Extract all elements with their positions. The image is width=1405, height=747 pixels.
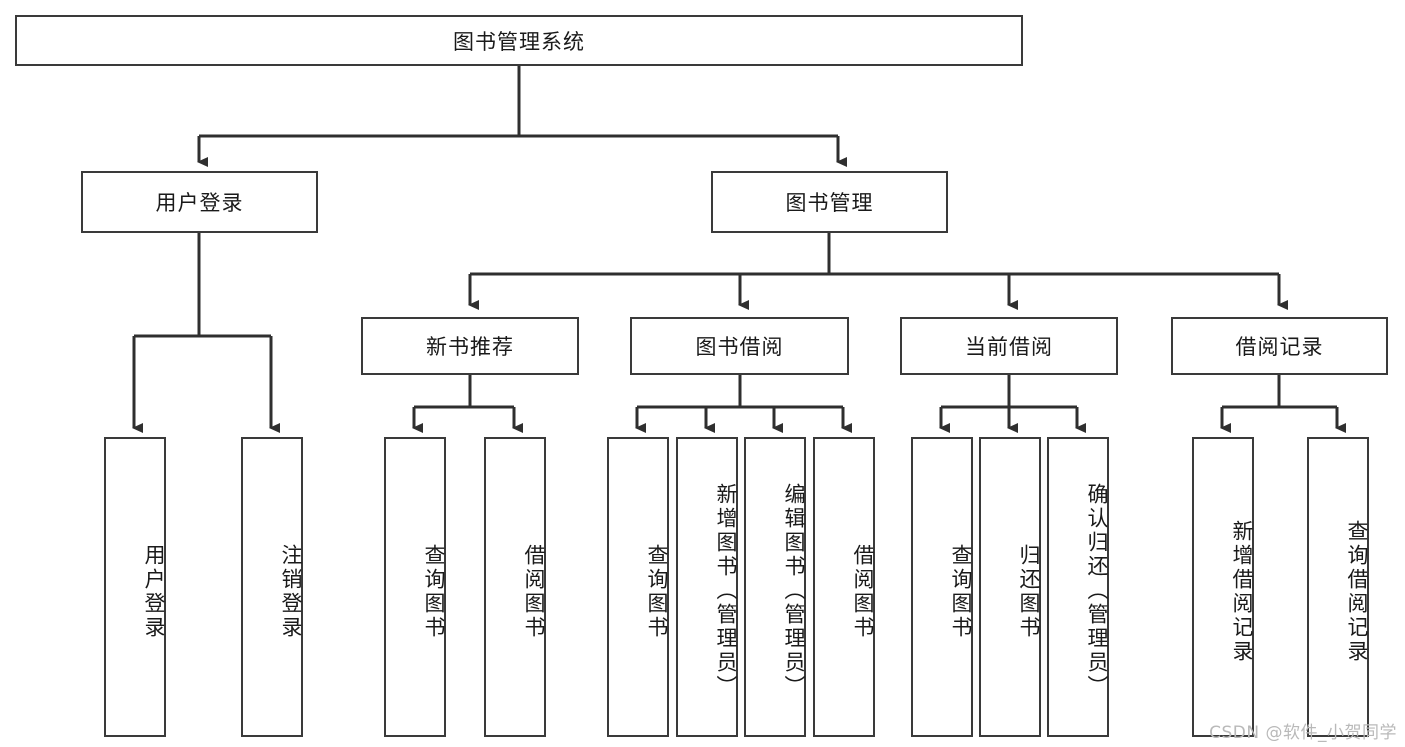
leaf-borrow-book-recommend[interactable]: 借阅图书 — [484, 437, 546, 737]
node-current-borrow[interactable]: 当前借阅 — [900, 317, 1118, 375]
node-label: 图书管理 — [785, 191, 874, 215]
node-label: 借阅图书 — [851, 544, 875, 640]
node-label: 新增借阅记录 — [1230, 520, 1254, 664]
node-label: 新增图书（管理员） — [714, 483, 738, 699]
leaf-edit-book-admin[interactable]: 编辑图书（管理员） — [744, 437, 806, 737]
node-book-borrow[interactable]: 图书借阅 — [630, 317, 849, 375]
node-label: 编辑图书（管理员） — [782, 483, 806, 699]
leaf-query-book-borrow[interactable]: 查询图书 — [607, 437, 669, 737]
node-label: 确认归还（管理员） — [1085, 483, 1109, 699]
leaf-borrow-book[interactable]: 借阅图书 — [813, 437, 875, 737]
node-new-book-recommend[interactable]: 新书推荐 — [361, 317, 579, 375]
node-root-system[interactable]: 图书管理系统 — [15, 15, 1023, 66]
node-label: 用户登录 — [142, 544, 166, 640]
node-label: 注销登录 — [279, 544, 303, 640]
node-label: 当前借阅 — [965, 335, 1053, 359]
node-label: 归还图书 — [1017, 544, 1041, 640]
node-label: 借阅图书 — [522, 544, 546, 640]
node-book-management[interactable]: 图书管理 — [711, 171, 948, 233]
leaf-query-book-recommend[interactable]: 查询图书 — [384, 437, 446, 737]
node-borrow-record[interactable]: 借阅记录 — [1171, 317, 1388, 375]
leaf-user-login[interactable]: 用户登录 — [104, 437, 166, 737]
leaf-confirm-return-admin[interactable]: 确认归还（管理员） — [1047, 437, 1109, 737]
node-label: 新书推荐 — [426, 335, 514, 359]
node-label: 查询图书 — [949, 544, 973, 640]
watermark: CSDN @软件_小贺同学 — [1209, 723, 1397, 743]
leaf-add-book-admin[interactable]: 新增图书（管理员） — [676, 437, 738, 737]
leaf-logout-login[interactable]: 注销登录 — [241, 437, 303, 737]
node-label: 查询图书 — [422, 544, 446, 640]
node-label: 用户登录 — [155, 191, 244, 215]
node-label: 借阅记录 — [1235, 335, 1324, 359]
leaf-return-book[interactable]: 归还图书 — [979, 437, 1041, 737]
node-user-login[interactable]: 用户登录 — [81, 171, 318, 233]
leaf-add-borrow-record[interactable]: 新增借阅记录 — [1192, 437, 1254, 737]
leaf-query-book-current[interactable]: 查询图书 — [911, 437, 973, 737]
node-label: 图书管理系统 — [453, 29, 585, 54]
node-label: 查询图书 — [645, 544, 669, 640]
node-label: 图书借阅 — [695, 335, 784, 359]
leaf-query-borrow-record[interactable]: 查询借阅记录 — [1307, 437, 1369, 737]
node-label: 查询借阅记录 — [1345, 520, 1369, 664]
